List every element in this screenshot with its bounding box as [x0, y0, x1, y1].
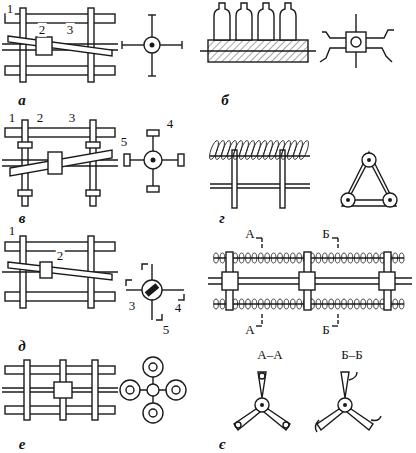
- callout-number: 3: [68, 111, 77, 125]
- panel-letter: г: [218, 210, 226, 227]
- panel-letter: б: [220, 92, 230, 109]
- callout-number: 2: [56, 249, 65, 263]
- callout-number: 1: [6, 2, 15, 16]
- panel-letter: д: [17, 338, 26, 355]
- panel-e: [2, 357, 186, 423]
- panel-ye: [208, 238, 412, 432]
- callout-number: 1: [8, 111, 17, 125]
- callout-number: 5: [120, 135, 129, 149]
- callout-number: 3: [66, 23, 75, 37]
- section-mark: А–А: [256, 348, 283, 362]
- section-mark: А: [244, 323, 255, 337]
- bottle: [236, 3, 252, 40]
- bottle: [258, 3, 274, 40]
- bottle: [280, 3, 296, 40]
- panel-a: [2, 8, 182, 82]
- section-mark: Б: [321, 227, 330, 241]
- callout-number: 1: [8, 224, 17, 238]
- panel-b: [200, 3, 394, 68]
- section-mark: А: [244, 227, 255, 241]
- panel-v: [2, 120, 184, 206]
- panel-letter: е: [18, 436, 27, 453]
- panel-letter: а: [17, 92, 27, 109]
- callout-number: 2: [38, 23, 47, 37]
- panel-letter: в: [18, 210, 27, 227]
- section-mark: Б: [321, 323, 330, 337]
- panel-g: [208, 140, 397, 208]
- panel-letter: є: [218, 436, 226, 453]
- callout-number: 5: [162, 323, 171, 337]
- callout-number: 4: [174, 301, 183, 315]
- callout-number: 3: [128, 299, 137, 313]
- callout-number: 2: [36, 111, 45, 125]
- callout-number: 4: [166, 117, 175, 131]
- panel-d: [2, 236, 184, 320]
- bottle: [214, 3, 230, 40]
- section-mark: Б–Б: [340, 348, 363, 362]
